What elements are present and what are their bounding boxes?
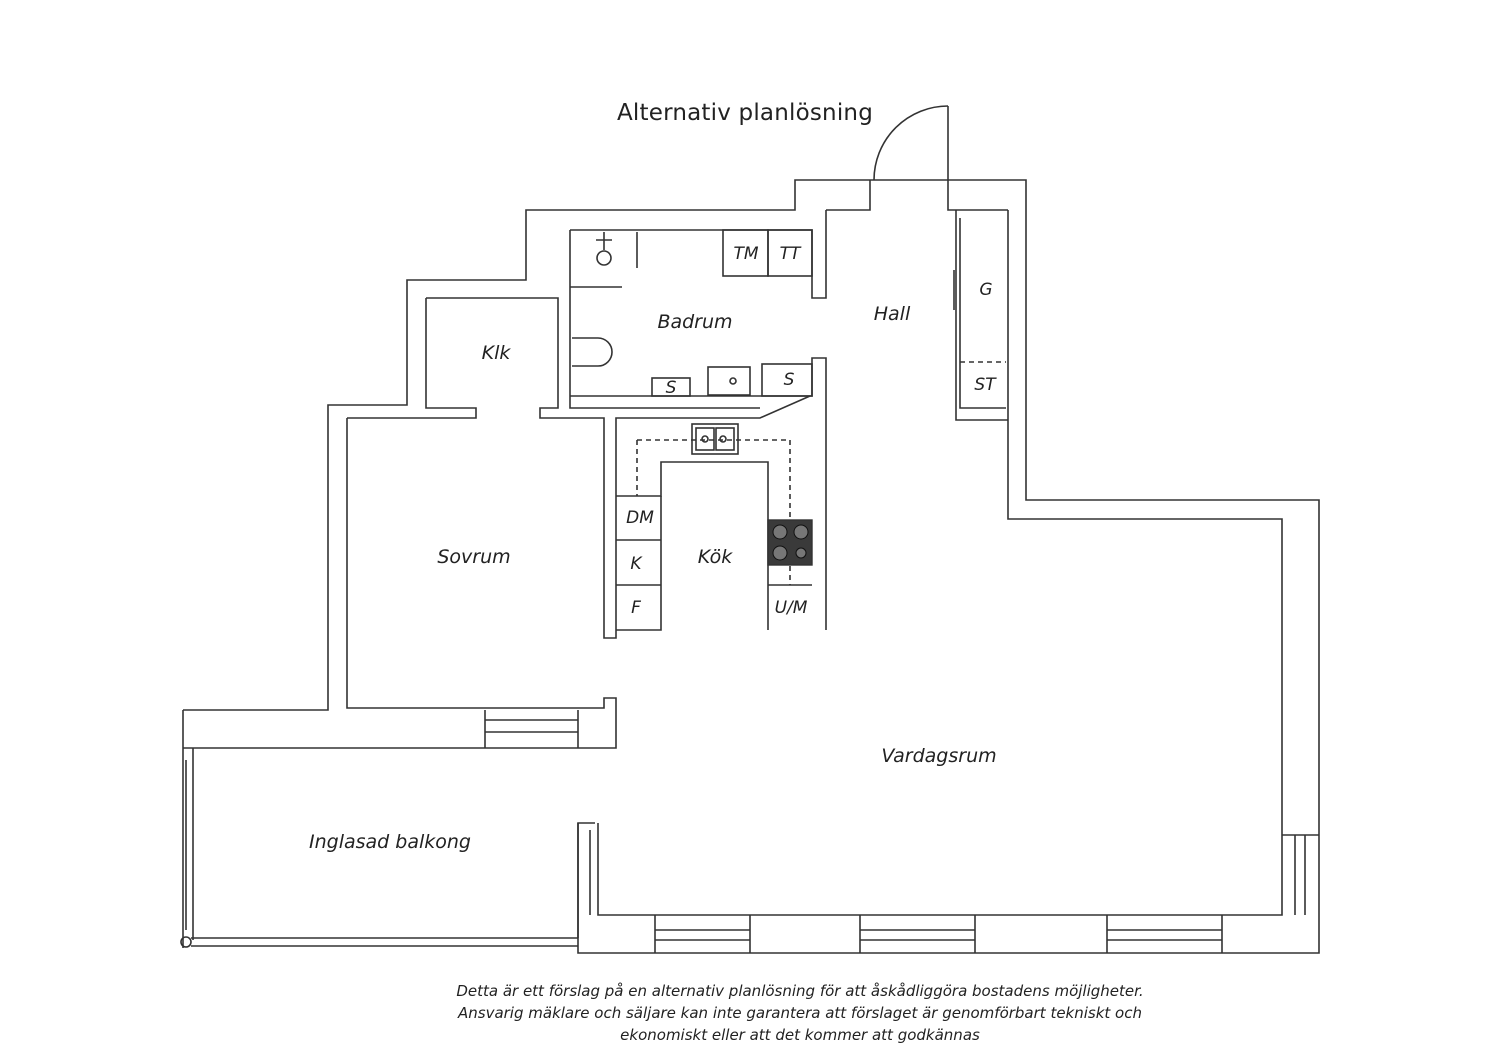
bedroom-window <box>484 710 579 748</box>
room-label-kok: Kök <box>697 546 733 568</box>
disclaimer-line-3: ekonomiskt eller att det kommer att godk… <box>620 1026 980 1044</box>
living-window-1 <box>654 915 751 953</box>
room-label-balkong: Inglasad balkong <box>309 831 471 853</box>
tt-box <box>767 229 813 277</box>
disclaimer-line-2: Ansvarig mäklare och säljare kan inte ga… <box>457 1004 1142 1022</box>
inner-wall <box>183 418 617 749</box>
fixture-label-tt: TT <box>779 244 801 264</box>
stove-icon <box>767 519 813 566</box>
room-label-badrum: Badrum <box>657 311 733 333</box>
inner-wall-right <box>597 210 1283 916</box>
outer-wall <box>183 179 1320 954</box>
entrance-wall <box>826 180 871 211</box>
fixture-label-s-hall: S <box>783 370 795 390</box>
fixture-label-g: G <box>979 280 993 300</box>
living-window-2 <box>859 915 976 953</box>
bath-s-box <box>651 377 691 397</box>
kitchen-dashed <box>636 439 791 585</box>
room-label-vardagsrum: Vardagsrum <box>881 745 997 767</box>
fixture-label-tm: TM <box>733 244 759 264</box>
fixture-label-st: ST <box>974 375 996 395</box>
wardrobe-wall <box>955 209 1008 421</box>
washbasin <box>707 366 751 396</box>
fixture-label-k: K <box>630 554 642 574</box>
fixture-label-s-bath: S <box>665 378 677 398</box>
disclaimer-line-1: Detta är ett förslag på en alternativ pl… <box>456 982 1144 1000</box>
door-arc <box>873 105 949 181</box>
fixture-label-dm: DM <box>626 508 654 528</box>
shower <box>570 232 638 288</box>
fixture-label-um: U/M <box>774 598 808 618</box>
room-label-klk: Klk <box>481 342 511 364</box>
hall-s-box <box>761 363 813 397</box>
fixture-label-f: F <box>631 598 641 618</box>
disclaimer: Detta är ett förslag på en alternativ pl… <box>350 980 1250 1046</box>
kitchen-sink <box>691 423 739 455</box>
kitchen-counter <box>616 461 769 630</box>
living-window-right <box>1282 834 1319 915</box>
room-label-hall: Hall <box>873 303 911 325</box>
plan-title: Alternativ planlösning <box>617 100 873 126</box>
room-label-sovrum: Sovrum <box>437 546 511 568</box>
toilet <box>572 337 613 367</box>
living-window-3 <box>1106 915 1223 953</box>
closet-wall <box>426 297 811 639</box>
